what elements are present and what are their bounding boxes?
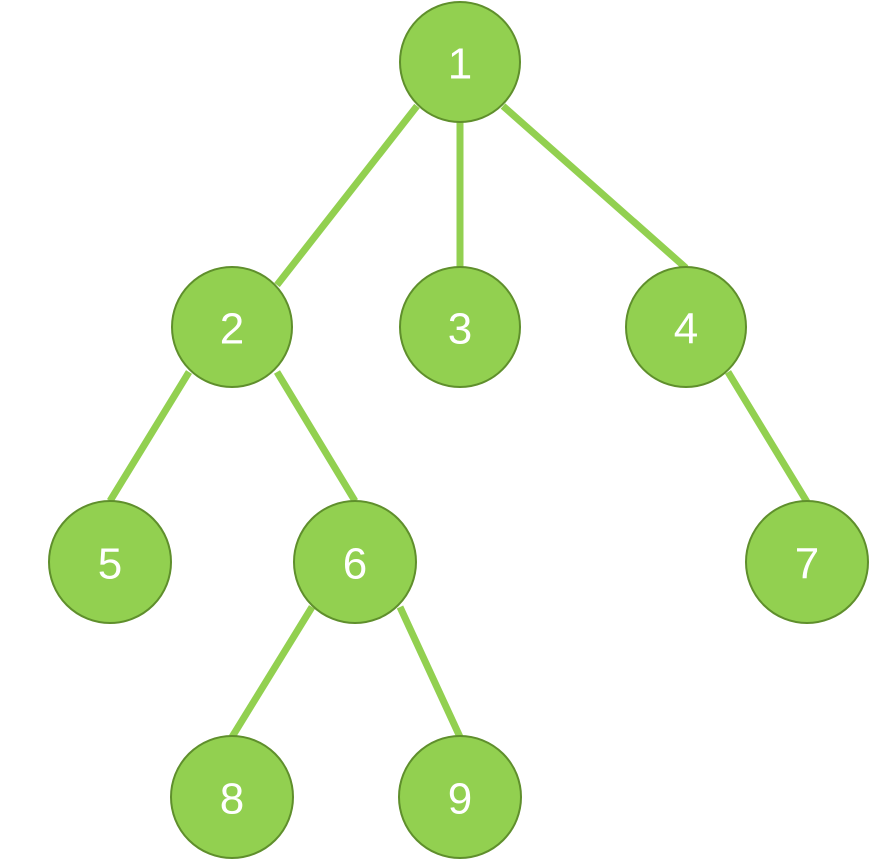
node-circle xyxy=(171,266,293,388)
node-label: 8 xyxy=(220,775,244,824)
tree-node-5: 5 xyxy=(48,500,172,624)
node-label: 7 xyxy=(795,540,819,589)
edge-2-6 xyxy=(274,370,358,503)
edge-2-5 xyxy=(107,370,192,503)
edge-1-4 xyxy=(500,103,689,271)
tree-node-9: 9 xyxy=(398,735,522,859)
node-circle xyxy=(293,500,417,624)
node-label: 9 xyxy=(448,775,472,824)
node-label: 4 xyxy=(674,305,698,354)
edge-1-2 xyxy=(274,103,420,288)
node-circle xyxy=(399,266,521,388)
tree-node-8: 8 xyxy=(170,735,294,859)
node-circle xyxy=(745,500,869,624)
node-label: 2 xyxy=(220,305,244,354)
tree-node-7: 7 xyxy=(745,500,869,624)
node-label: 1 xyxy=(448,40,472,89)
node-circle xyxy=(170,735,294,859)
tree-node-1: 1 xyxy=(399,1,521,123)
edge-6-9 xyxy=(396,605,464,739)
tree-node-3: 3 xyxy=(399,266,521,388)
edge-4-7 xyxy=(725,370,810,504)
tree-node-4: 4 xyxy=(625,266,747,388)
node-label: 5 xyxy=(98,540,122,589)
edge-6-8 xyxy=(229,605,315,739)
node-circle xyxy=(398,735,522,859)
nodes-layer: 1 2 3 4 5 6 7 8 xyxy=(48,1,869,859)
tree-node-6: 6 xyxy=(293,500,417,624)
edges-layer xyxy=(107,103,810,739)
node-label: 3 xyxy=(448,305,472,354)
tree-node-2: 2 xyxy=(171,266,293,388)
node-circle xyxy=(399,1,521,123)
node-label: 6 xyxy=(343,540,367,589)
node-circle xyxy=(625,266,747,388)
node-circle xyxy=(48,500,172,624)
